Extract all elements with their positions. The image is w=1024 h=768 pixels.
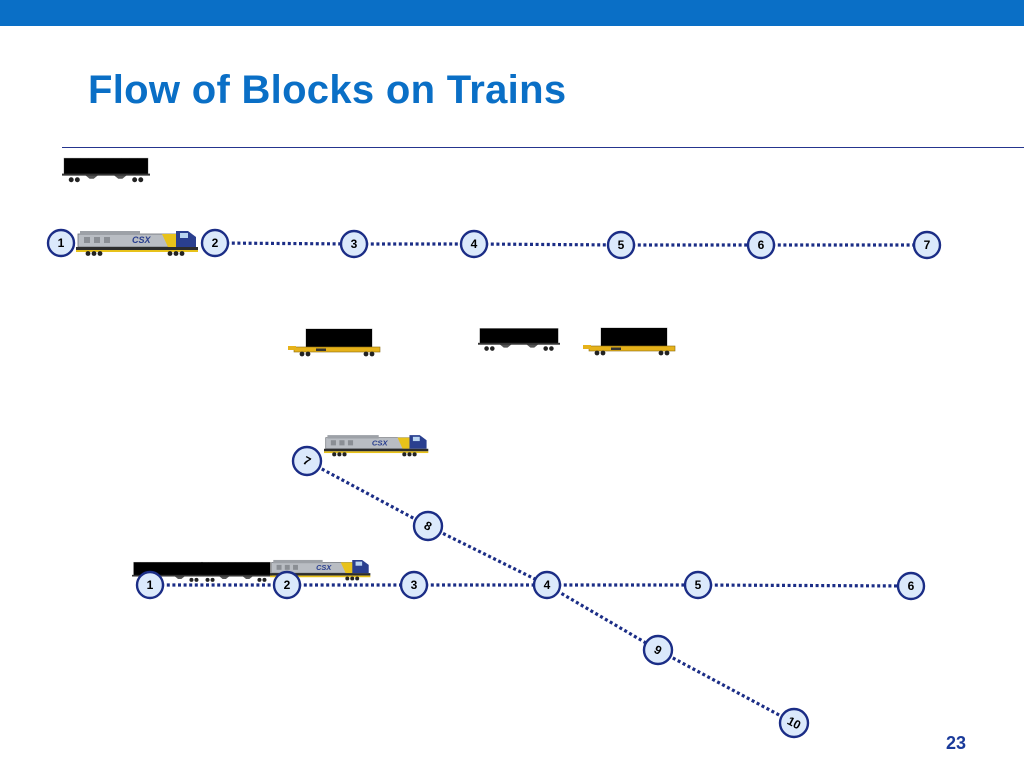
route-b-branch-segment	[427, 524, 548, 587]
node-circle	[272, 570, 302, 600]
node-label: 10	[785, 714, 804, 733]
route-a: 1 2 3 4 5 6 7	[46, 228, 942, 260]
node-label: 2	[284, 578, 291, 592]
page-number: 23	[946, 733, 967, 753]
node-circle	[896, 571, 926, 601]
route-a-node-3: 3	[339, 229, 369, 259]
route-a-node-5: 5	[606, 230, 636, 260]
route-b-node-1: 1	[135, 570, 165, 600]
route-b: 1 2 3 4 5 6 7 8 9 10	[132, 434, 926, 739]
route-b-segment	[697, 583, 912, 588]
route-b-branch-segment	[546, 583, 659, 652]
node-label: 5	[695, 578, 702, 592]
node-label: 3	[351, 237, 358, 251]
node-circle	[200, 228, 230, 258]
route-b-branch-node-10: 10	[778, 707, 810, 739]
route-b-node-4: 4	[532, 570, 562, 600]
title-divider	[62, 147, 1024, 148]
route-b-branch-node-7: 7	[291, 445, 323, 477]
node-circle	[606, 230, 636, 260]
node-circle	[135, 570, 165, 600]
route-a-node-6: 6	[746, 230, 776, 260]
node-label: 4	[471, 237, 478, 251]
route-b-branch-node-9: 9	[642, 634, 674, 666]
node-label: 2	[212, 236, 219, 250]
route-b-track	[150, 459, 912, 725]
node-circle	[642, 634, 674, 666]
node-label: 7	[924, 238, 931, 252]
node-circle	[532, 570, 562, 600]
route-b-branch-segment	[306, 459, 429, 528]
node-circle	[412, 510, 444, 542]
orange-container-flatcar-icon	[582, 327, 676, 356]
node-circle	[399, 570, 429, 600]
node-label: 6	[908, 579, 915, 593]
route-a-node-2: 2	[200, 228, 230, 258]
node-circle	[912, 230, 942, 260]
node-label: 5	[618, 238, 625, 252]
top-accent-bar	[0, 0, 1024, 26]
white-container-flatcar-icon	[287, 328, 381, 357]
node-circle	[683, 570, 713, 600]
route-b-node-3: 3	[399, 570, 429, 600]
route-a-track	[214, 241, 927, 247]
csx-locomotive-icon	[76, 230, 199, 256]
node-label: 3	[411, 578, 418, 592]
yellow-hopper-car-icon	[478, 328, 560, 352]
green-hopper-car-icon	[62, 157, 150, 183]
route-a-node-4: 4	[459, 229, 489, 259]
node-label: 4	[544, 578, 551, 592]
node-label: 6	[758, 238, 765, 252]
node-circle	[339, 229, 369, 259]
route-b-node-6: 6	[896, 571, 926, 601]
slide-title: Flow of Blocks on Trains	[88, 68, 567, 112]
route-a-node-1: 1	[46, 228, 76, 258]
route-b-node-2: 2	[272, 570, 302, 600]
yellow-hopper-car-icon	[200, 561, 272, 583]
waiting-cars	[62, 157, 676, 357]
node-label: 1	[58, 236, 65, 250]
node-circle	[46, 228, 76, 258]
branch-csx-locomotive-icon	[324, 434, 429, 457]
node-label: 1	[147, 578, 154, 592]
node-circle	[778, 707, 810, 739]
route-a-segment	[214, 241, 355, 246]
node-circle	[746, 230, 776, 260]
route-a-node-7: 7	[912, 230, 942, 260]
node-circle	[459, 229, 489, 259]
route-a-segment	[473, 242, 622, 247]
route-b-branch-segment	[657, 648, 795, 725]
route-b-node-5: 5	[683, 570, 713, 600]
node-circle	[291, 445, 323, 477]
route-b-branch-node-8: 8	[412, 510, 444, 542]
